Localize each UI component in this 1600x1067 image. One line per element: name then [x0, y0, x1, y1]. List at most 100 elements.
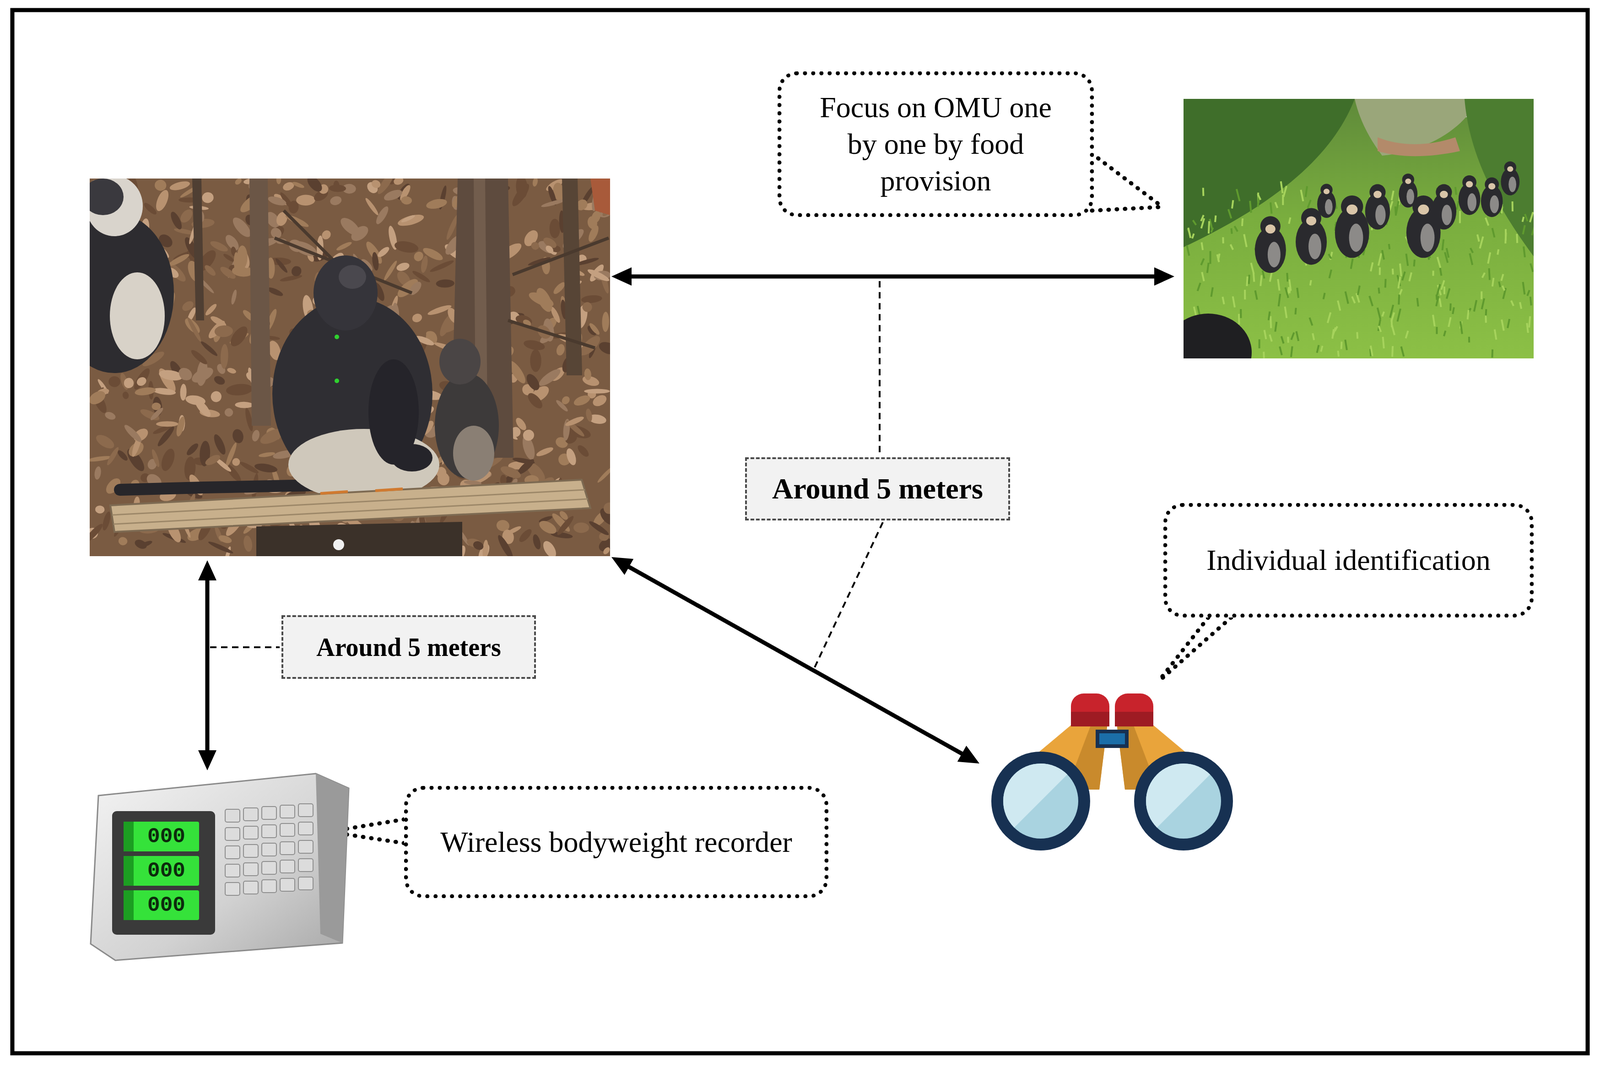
grass-blade	[1283, 185, 1287, 197]
fallen-leaf	[233, 178, 244, 186]
fallen-leaf	[337, 214, 363, 239]
fallen-leaf	[231, 427, 245, 444]
grass-blade	[1391, 324, 1395, 336]
grass-blade	[1277, 279, 1280, 291]
fallen-leaf	[382, 187, 404, 203]
double-arrow	[611, 556, 980, 764]
grass-blade	[1370, 262, 1373, 272]
display-reading: 000	[133, 821, 200, 852]
grass-blade	[1288, 217, 1291, 224]
arrow-shaft	[205, 576, 210, 755]
fallen-leaf	[436, 470, 451, 487]
callout-text: Individual identification	[1206, 541, 1491, 579]
monkey-flank	[1375, 204, 1386, 226]
eyepiece-cap	[1114, 693, 1154, 727]
monkey-head	[1504, 161, 1517, 173]
fallen-leaf	[94, 505, 105, 514]
fallen-leaf	[555, 343, 566, 357]
grass-blade	[1511, 300, 1514, 307]
fallen-leaf	[89, 388, 108, 408]
grass-blade	[1207, 262, 1209, 273]
keypad-key	[261, 879, 277, 893]
fallen-leaf	[400, 213, 416, 224]
scale-base	[256, 521, 463, 557]
grass-blade	[1221, 237, 1224, 244]
monkey-face	[1405, 178, 1411, 184]
fallen-leaf	[189, 348, 210, 367]
grass-blade	[1437, 284, 1441, 296]
fallen-leaf	[233, 252, 240, 274]
fallen-leaf	[134, 386, 157, 397]
fallen-leaf	[522, 338, 546, 352]
grass-blade	[1443, 330, 1446, 337]
fallen-leaf	[531, 178, 539, 188]
fallen-leaf	[220, 343, 229, 369]
grass-blade	[1527, 290, 1530, 296]
grass-blade	[1237, 313, 1240, 325]
grass-blade	[1523, 246, 1525, 258]
grass-blade	[1201, 242, 1204, 250]
grass-blade	[1317, 345, 1319, 353]
tree-trunk	[562, 178, 583, 376]
grass-blade	[1297, 287, 1299, 298]
foreground-monkey	[1183, 313, 1252, 359]
grass-blade	[1285, 287, 1289, 298]
fallen-leaf	[531, 533, 542, 551]
grass-blade	[1382, 250, 1384, 260]
double-arrow	[198, 560, 217, 771]
fallen-leaf	[425, 329, 437, 340]
grass-blade	[1305, 186, 1308, 198]
callout-box: Wireless bodyweight recorder	[404, 785, 829, 898]
fallen-leaf	[232, 335, 243, 345]
fallen-leaf	[544, 243, 555, 255]
fallen-leaf	[580, 300, 594, 314]
fallen-leaf	[525, 390, 546, 411]
fallen-leaf	[212, 374, 227, 387]
grass-blade	[1340, 341, 1343, 349]
grass-blade	[1312, 333, 1314, 341]
fallen-leaf	[180, 299, 195, 314]
callout-box: Focus on OMU one by one by food provisio…	[777, 71, 1094, 217]
grass-blade	[1279, 346, 1282, 356]
keypad-key	[280, 859, 295, 873]
grass-blade	[1498, 281, 1501, 287]
fallen-leaf	[211, 432, 228, 457]
lens-ring	[991, 751, 1091, 851]
fallen-leaf	[274, 257, 289, 275]
grass-blade	[1470, 248, 1473, 254]
keypad-key	[261, 861, 277, 875]
fallen-leaf	[174, 415, 187, 438]
fallen-leaf	[382, 259, 399, 282]
grass-blade	[1253, 272, 1255, 282]
fallen-leaf	[276, 178, 282, 184]
keypad-key	[280, 878, 295, 892]
grass-blade	[1194, 306, 1197, 317]
grass-blade	[1329, 269, 1332, 279]
monkey-head	[1340, 195, 1363, 218]
grass-blade	[1389, 304, 1394, 318]
fallen-leaf	[328, 184, 346, 193]
grass-blade	[1209, 251, 1212, 265]
callout-tail	[1091, 153, 1163, 207]
arrowhead	[198, 750, 217, 771]
grass-blade	[1193, 220, 1197, 225]
leader-line	[814, 522, 883, 668]
grass-blade	[1257, 194, 1261, 200]
fallen-leaf	[242, 535, 254, 553]
grass-blade	[1192, 233, 1195, 239]
monkey-flank	[1406, 189, 1415, 205]
grass-blade	[1480, 236, 1484, 249]
lens-highlight	[1145, 763, 1211, 828]
fallen-leaf	[572, 393, 592, 408]
grass-blade	[1275, 202, 1278, 209]
keypad-key	[261, 843, 277, 856]
fallen-leaf	[234, 401, 254, 408]
fallen-leaf	[123, 377, 134, 389]
fallen-leaf	[495, 533, 516, 557]
grass-blade	[1526, 323, 1528, 333]
fallen-leaf	[156, 421, 179, 427]
grass-blade	[1357, 285, 1360, 295]
fallen-leaf	[471, 539, 486, 552]
grass-blade	[1291, 332, 1294, 340]
